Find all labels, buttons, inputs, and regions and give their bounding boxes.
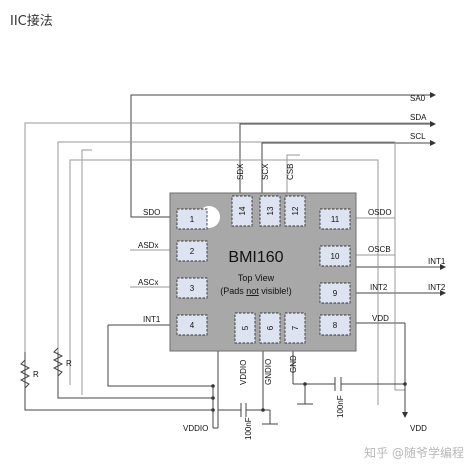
chip-view-emphasis: not <box>246 286 259 296</box>
wire-sa0 <box>130 94 430 218</box>
chip-view-line2: (Pads not visible!) <box>220 286 292 296</box>
chip-view-pre: (Pads <box>220 286 246 296</box>
arrow-int2 <box>440 290 446 296</box>
pad-8 <box>319 314 351 336</box>
watermark: 知乎 @随爷学编程 <box>364 446 464 460</box>
junction-gndio <box>261 408 265 412</box>
pin-label-oscb: OSCB <box>368 245 391 254</box>
net-label-scl: SCL <box>410 132 426 141</box>
bus-pullup-right <box>57 141 405 391</box>
pin-label-sdo: SDO <box>143 208 160 217</box>
pad-number-6: 6 <box>266 325 275 330</box>
bus-pullup-left <box>24 122 430 352</box>
net-label-int2: INT2 <box>428 283 446 292</box>
wire-csb <box>286 154 300 195</box>
net-label-vddio: VDDIO <box>183 424 208 433</box>
pin-label-scx: SCX <box>261 163 270 180</box>
pad-13 <box>259 195 281 227</box>
junction-gnd <box>303 382 307 386</box>
pin-label-gnd: GND <box>289 355 298 373</box>
pad-number-7: 7 <box>291 325 300 330</box>
net-label-vdd: VDD <box>410 424 427 433</box>
pin-label-vdd: VDD <box>372 314 389 323</box>
pad-6 <box>259 312 281 344</box>
pad-9 <box>319 282 351 304</box>
pin-label-vddio: VDDIO <box>239 360 248 385</box>
pin-label-osdo: OSDO <box>368 208 392 217</box>
pin-label-sdx: SDX <box>236 163 245 180</box>
arrow-scl <box>430 140 436 146</box>
chip-name: BMI160 <box>228 249 283 266</box>
pad-2 <box>176 240 208 262</box>
pad-1 <box>176 208 208 230</box>
arrow-sda <box>430 121 436 127</box>
resistor-r2-zigzag <box>52 347 64 377</box>
arrow-int1 <box>440 264 446 270</box>
pad-14 <box>231 195 253 227</box>
pad-10 <box>319 245 351 267</box>
arrow-vdd <box>402 412 408 418</box>
capacitor-1-label: 100nF <box>244 417 253 440</box>
pad-4 <box>176 314 208 336</box>
wire-scl <box>261 142 430 195</box>
resistor-r2-label: R <box>66 359 72 368</box>
wire-int1-rail <box>107 325 213 387</box>
pad-number-11: 11 <box>331 215 340 224</box>
chip-view-line1: Top View <box>238 273 275 283</box>
wire-sda <box>239 123 430 195</box>
pad-number-13: 13 <box>266 206 275 215</box>
resistor-r1-zigzag <box>19 359 31 389</box>
net-label-int1: INT1 <box>428 257 446 266</box>
pad-3 <box>176 277 208 299</box>
pin-label-asdx: ASDx <box>138 241 158 250</box>
resistor-r1-label: R <box>33 370 39 379</box>
pin-label-gndio: GNDIO <box>264 359 273 385</box>
junction-vdd <box>403 382 407 386</box>
pad-7 <box>284 312 306 344</box>
pad-number-2: 2 <box>190 247 195 256</box>
pin-label-csb: CSB <box>286 164 295 180</box>
chip-view-post: visible!) <box>259 286 292 296</box>
net-label-sda: SDA <box>410 113 427 122</box>
page-title: IIC接法 <box>10 14 53 29</box>
bus-loop2 <box>81 149 92 395</box>
pad-number-14: 14 <box>238 206 247 215</box>
net-label-sa0: SA0 <box>410 94 426 103</box>
pad-number-1: 1 <box>190 215 195 224</box>
pad-number-8: 8 <box>333 321 338 330</box>
pad-11 <box>319 208 351 230</box>
pad-number-4: 4 <box>190 321 195 330</box>
pad-number-3: 3 <box>190 284 195 293</box>
pad-12 <box>284 195 306 227</box>
pad-number-5: 5 <box>241 325 250 330</box>
pin-label-int1: INT1 <box>143 315 161 324</box>
wire-r1 <box>24 352 213 411</box>
arrow-sa0 <box>430 92 436 98</box>
capacitor-2-label: 100nF <box>336 395 345 418</box>
pad-number-9: 9 <box>333 289 338 298</box>
pad-number-10: 10 <box>331 252 340 261</box>
pad-5 <box>234 312 256 344</box>
wire-r2 <box>57 352 213 399</box>
pad-number-12: 12 <box>291 206 300 215</box>
pin-label-ascx: ASCx <box>138 278 158 287</box>
pin-label-int2: INT2 <box>370 283 388 292</box>
bus-loop1 <box>69 159 379 405</box>
